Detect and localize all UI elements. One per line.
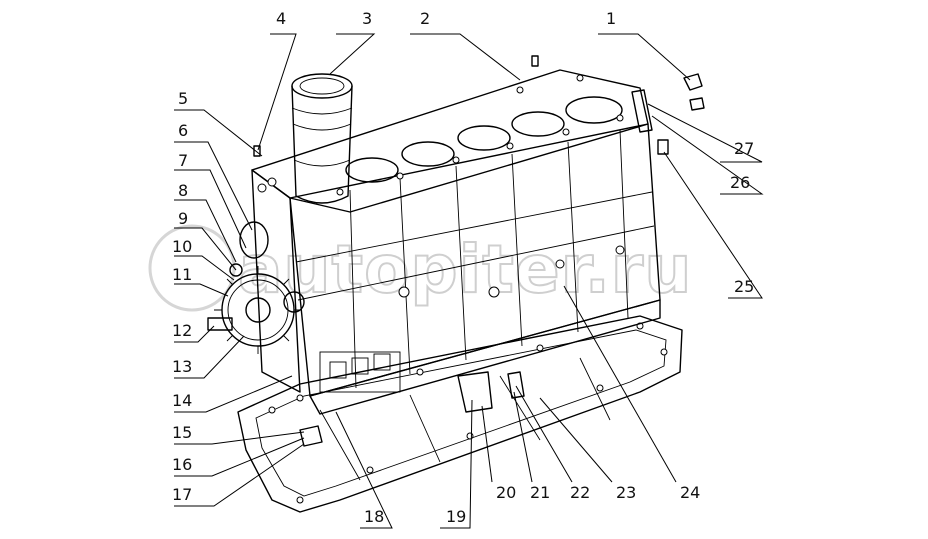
callout-17: 17 [172, 485, 192, 504]
callout-20: 20 [496, 483, 516, 502]
callout-labels: 1 2 3 4 5 6 7 8 9 10 11 12 13 14 15 16 1… [172, 9, 754, 526]
timing-gear [207, 266, 302, 354]
callout-9: 9 [178, 209, 188, 228]
callout-5: 5 [178, 89, 188, 108]
watermark: autopiter.ru [148, 224, 692, 312]
oil-pan-gasket [237, 315, 683, 513]
callout-14: 14 [172, 391, 192, 410]
callout-1: 1 [606, 9, 616, 28]
callout-6: 6 [178, 121, 188, 140]
callout-10: 10 [172, 237, 192, 256]
callout-8: 8 [178, 181, 188, 200]
callout-15: 15 [172, 423, 192, 442]
callout-11: 11 [172, 265, 192, 284]
callout-7: 7 [178, 151, 188, 170]
callout-18: 18 [364, 507, 384, 526]
leader-lines [174, 33, 764, 529]
callout-21: 21 [530, 483, 550, 502]
cylinder-block [251, 69, 661, 415]
front-cover-plate [229, 221, 305, 313]
cylinder-liner [291, 73, 353, 204]
callout-16: 16 [172, 455, 192, 474]
callout-3: 3 [362, 9, 372, 28]
callout-4: 4 [276, 9, 286, 28]
callout-22: 22 [570, 483, 590, 502]
callout-12: 12 [172, 321, 192, 340]
watermark-text: autopiter.ru [238, 231, 692, 308]
callout-27: 27 [734, 139, 754, 158]
callout-23: 23 [616, 483, 636, 502]
callout-19: 19 [446, 507, 466, 526]
callout-13: 13 [172, 357, 192, 376]
top-right-fittings [253, 55, 705, 157]
callout-2: 2 [420, 9, 430, 28]
callout-24: 24 [680, 483, 700, 502]
callout-25: 25 [734, 277, 754, 296]
callout-26: 26 [730, 173, 750, 192]
bottom-fittings [299, 371, 525, 447]
